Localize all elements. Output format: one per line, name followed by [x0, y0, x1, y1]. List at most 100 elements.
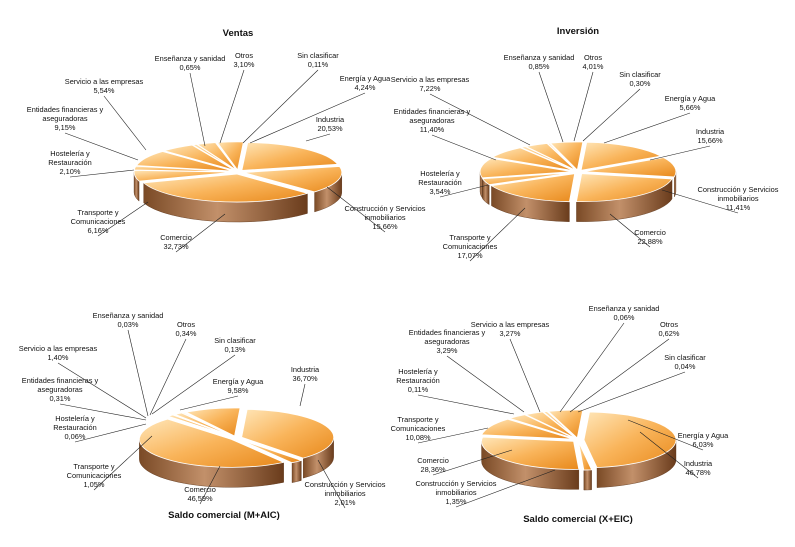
pie-slice	[519, 146, 575, 171]
leader-line	[199, 465, 221, 505]
leader-line	[219, 69, 245, 144]
chart-title: Inversión	[557, 26, 599, 37]
leader-line	[127, 329, 149, 417]
pie-slice	[191, 143, 236, 171]
leader-line	[432, 449, 513, 476]
pie-chart	[64, 69, 386, 253]
leader-line	[57, 362, 147, 419]
leader-line	[93, 435, 153, 491]
leader-line	[326, 186, 386, 233]
pie-slice	[583, 157, 677, 178]
leader-line	[242, 69, 319, 144]
pie-slice	[481, 418, 573, 440]
pie-slice-side	[291, 460, 302, 483]
leader-line	[97, 201, 149, 237]
leader-line	[305, 133, 331, 142]
leader-line	[175, 213, 226, 253]
pie-slice-side	[583, 469, 592, 491]
pie-slice	[241, 408, 335, 459]
leader-line	[455, 469, 556, 508]
leader-line	[103, 95, 147, 151]
pie-slice	[216, 141, 244, 171]
pie-slice	[524, 143, 576, 171]
leader-line	[74, 423, 147, 443]
pie-slice	[139, 418, 285, 468]
chart-title: Saldo comercial (X+EIC)	[523, 514, 633, 525]
leader-line	[431, 134, 497, 161]
leader-line	[639, 431, 699, 479]
pie-chart	[57, 329, 346, 509]
pie-chart	[417, 322, 704, 508]
pie-slice	[133, 165, 233, 173]
leader-line	[149, 338, 187, 416]
leader-line	[151, 354, 236, 415]
leader-line	[417, 394, 515, 415]
leader-line	[661, 189, 739, 214]
leader-line	[59, 403, 147, 421]
pie-slice	[578, 441, 593, 471]
leader-line	[469, 207, 526, 262]
leader-line	[429, 93, 531, 146]
pie-slice	[135, 151, 233, 172]
pie-slice	[196, 142, 237, 171]
pie-slice	[184, 407, 241, 437]
pie-slice	[479, 157, 573, 179]
pie-slice	[481, 436, 580, 470]
leader-line	[569, 338, 670, 413]
pie-slice	[241, 142, 339, 171]
pie-slice	[583, 411, 677, 469]
leader-line	[509, 338, 541, 413]
pie-slice	[162, 144, 235, 171]
leader-line	[582, 88, 641, 142]
chart-title: Saldo comercial (M+AIC)	[168, 510, 280, 521]
pie-slice	[549, 141, 584, 171]
leader-line	[577, 371, 686, 413]
pie-slice	[481, 172, 573, 186]
pie-slice	[182, 411, 234, 437]
pie-slice	[243, 166, 343, 193]
pie-slice	[239, 439, 303, 464]
pie-slice	[546, 411, 577, 439]
leader-line	[538, 71, 564, 143]
leader-line	[317, 459, 346, 509]
pie-slice	[546, 142, 577, 171]
chart-title: Ventas	[223, 28, 254, 39]
pie-slice	[575, 173, 673, 203]
